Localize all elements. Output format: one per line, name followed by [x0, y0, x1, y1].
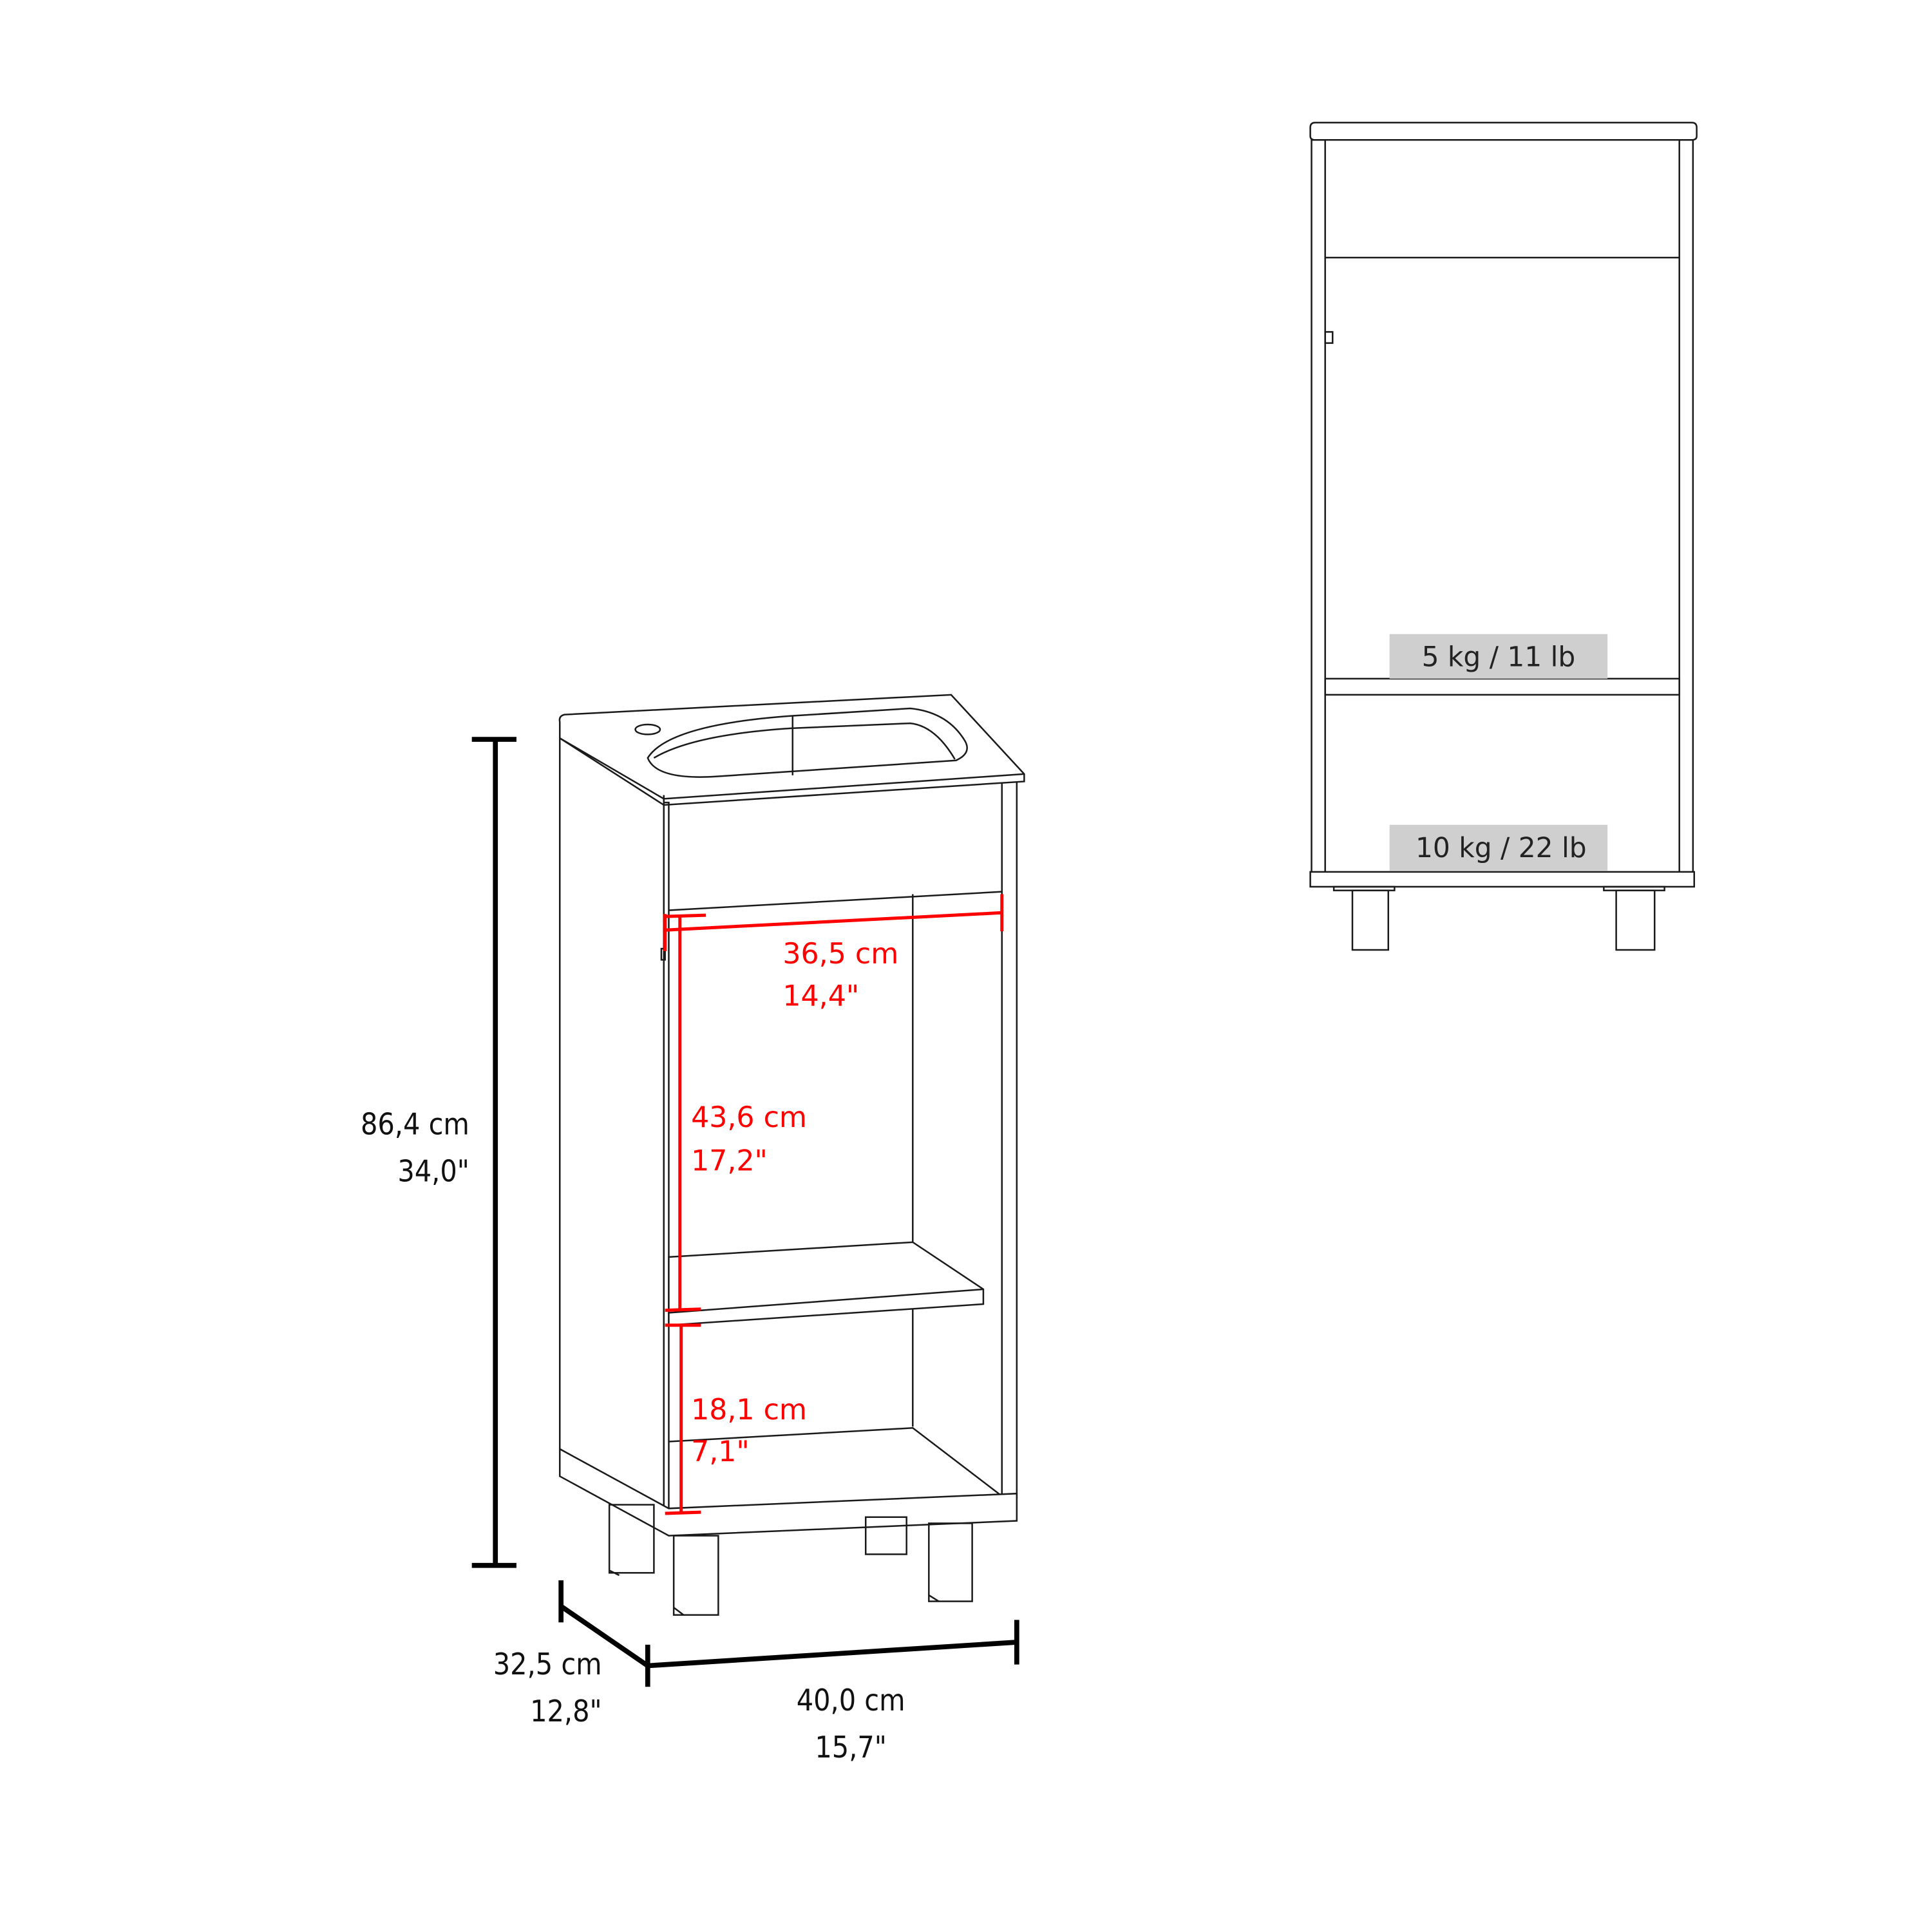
front-base-board	[1309, 871, 1696, 888]
height-in: 34,0"	[397, 1154, 469, 1189]
shelf-load-badge	[1389, 634, 1608, 679]
depth-in: 12,8"	[530, 1694, 601, 1728]
front-shelf	[1324, 677, 1680, 696]
lower-shelf-height-in: 7,1"	[691, 1435, 750, 1468]
dim-tick	[665, 1307, 701, 1312]
countertop-front-edge	[559, 737, 1025, 800]
perspective-shelf	[668, 1241, 985, 1327]
bottom-load-label: 10 kg / 22 lb	[1416, 832, 1587, 864]
sink-basin-outer	[647, 707, 968, 778]
perspective-leg-back-right	[864, 1516, 907, 1555]
perspective-bottom	[668, 1427, 1003, 1497]
width-in: 15,7"	[815, 1730, 886, 1765]
upper-shelf-height-cm: 43,6 cm	[691, 1101, 807, 1134]
lower-shelf-height-cm: 18,1 cm	[691, 1394, 807, 1426]
left-side-panel	[558, 738, 665, 1510]
sink-basin-inner	[653, 722, 956, 760]
interior-width-in: 14,4"	[782, 980, 859, 1013]
front-right-leg	[1603, 886, 1665, 951]
interior-width-cm: 36,5 cm	[782, 938, 898, 971]
door-handle-icon	[660, 947, 666, 961]
perspective-leg-front-left	[672, 1535, 719, 1616]
front-left-side-panel	[1311, 139, 1326, 875]
interior-width-line	[665, 911, 1002, 932]
top-inner-rail	[668, 891, 1002, 911]
width-dimension-line	[647, 1640, 1018, 1669]
shelf-load-label: 5 kg / 11 lb	[1422, 641, 1576, 673]
front-right-side-panel	[1678, 139, 1694, 875]
front-view-cabinet: 5 kg / 11 lb 10 kg / 22 lb	[1309, 122, 1698, 951]
depth-cm: 32,5 cm	[493, 1647, 602, 1681]
width-cm: 40,0 cm	[797, 1683, 905, 1718]
depth-dimension-line	[559, 1604, 649, 1668]
front-countertop	[1309, 122, 1698, 141]
right-side-panel	[1001, 781, 1018, 1499]
shelf-front-edge	[668, 1288, 984, 1314]
perspective-leg-front-right	[928, 1522, 973, 1602]
front-left-stile	[663, 801, 670, 1510]
front-left-leg	[1332, 886, 1396, 951]
perspective-view-cabinet	[558, 694, 1025, 1616]
overall-dimensions: 86,4 cm 34,0" 32,5 cm 12,8" 40,0 cm 15,7…	[361, 737, 1019, 1765]
dim-tick	[665, 913, 706, 918]
interior-dimensions: 36,5 cm 14,4" 43,6 cm 17,2" 18,1 cm 7,1"	[663, 894, 1004, 1515]
perspective-leg-back-left	[608, 1504, 655, 1577]
height-cm: 86,4 cm	[361, 1107, 469, 1142]
faucet-hole-icon	[634, 723, 661, 735]
door-handle-icon	[1324, 331, 1334, 344]
upper-shelf-height-in: 17,2"	[691, 1144, 768, 1177]
dim-tick	[665, 1510, 701, 1515]
bottom-load-badge	[1389, 824, 1608, 871]
